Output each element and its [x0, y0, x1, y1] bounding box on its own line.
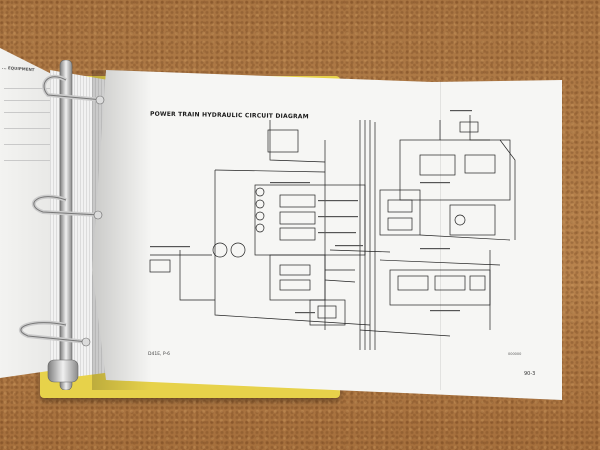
sheet-fold-line: [440, 80, 441, 390]
binder-ring-icon: [19, 60, 105, 390]
sheet-footer-code: 000000: [508, 352, 522, 356]
page-number: 90-3: [524, 371, 536, 377]
hydraulic-circuit-diagram: [149, 110, 516, 350]
sheet-footer-left: D41E, P-6: [148, 352, 170, 357]
